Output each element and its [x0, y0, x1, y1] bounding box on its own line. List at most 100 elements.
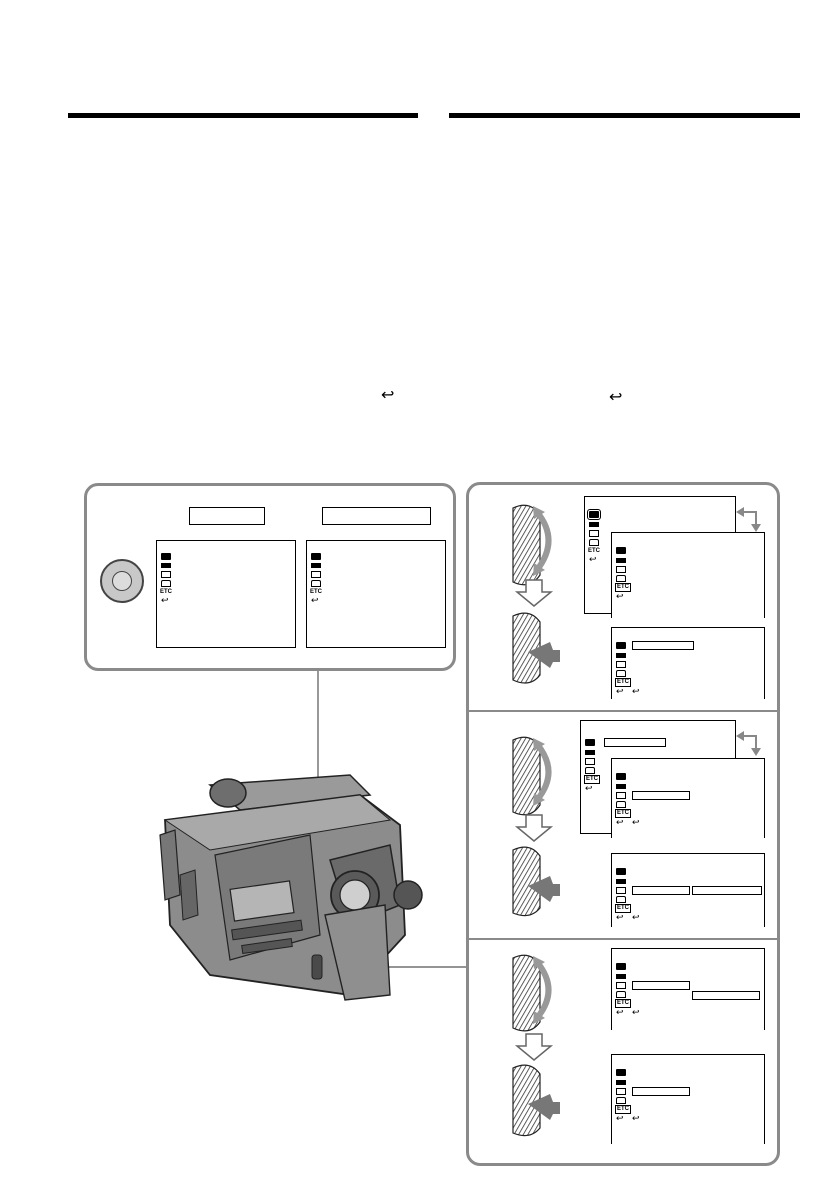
step-2-cycle-arrow: [736, 731, 761, 756]
etc-label-selected: ETC: [615, 809, 631, 818]
camera-set-icon: [616, 773, 626, 780]
submenu-item-box: [632, 791, 690, 800]
return-icon: ↩: [161, 596, 169, 606]
vtr-set-icon: [616, 974, 626, 979]
return-icon: ↩: [311, 596, 319, 606]
step-1-down-arrow: [514, 579, 554, 607]
vtr-set-icon: [616, 558, 626, 563]
return-icon: ↩: [616, 818, 624, 828]
step-1-submenu-screen: ETC ↩ ↩: [611, 627, 765, 699]
display-set-icon: [616, 982, 626, 989]
camera-set-icon: [616, 963, 626, 970]
step-1-menu-screen-front: ETC ↩: [611, 532, 765, 618]
camcorder-illustration: [159, 774, 423, 1001]
return-icon: ↩: [616, 1008, 624, 1018]
return-icon-secondary: ↩: [632, 687, 640, 697]
return-icon: ↩: [589, 555, 597, 565]
tape-set-icon: [616, 1097, 626, 1104]
step-2-press-dial: [512, 846, 560, 917]
camera-set-icon: [616, 1069, 626, 1076]
display-set-icon: [616, 566, 626, 573]
etc-label-selected: ETC: [615, 904, 631, 913]
return-icon-left-text: ↩: [381, 385, 395, 404]
step-1-press-dial: [512, 612, 560, 684]
return-icon-secondary: ↩: [632, 1008, 640, 1018]
camera-set-icon: [616, 868, 626, 875]
return-icon-secondary: ↩: [632, 913, 640, 923]
submenu-item-box: [604, 738, 666, 747]
tape-set-icon: [311, 580, 321, 587]
tape-set-icon: [616, 801, 626, 808]
vtr-set-icon: [161, 563, 171, 568]
step-3-press-dial: [512, 1064, 560, 1137]
vtr-set-icon: [589, 522, 599, 527]
display-set-icon: [616, 1088, 626, 1095]
return-icon: ↩: [616, 687, 624, 697]
inset-mode-label-right: [322, 507, 431, 525]
left-heading-rule: [68, 113, 418, 118]
tape-set-icon: [585, 767, 595, 774]
return-icon: ↩: [585, 784, 593, 794]
camera-set-icon: [616, 642, 626, 649]
return-icon-secondary: ↩: [632, 818, 640, 828]
camera-set-icon: [311, 553, 321, 560]
display-set-icon: [311, 571, 321, 578]
inset-menu-screen-vtr: ETC ↩: [306, 540, 446, 648]
tape-set-icon: [616, 575, 626, 582]
etc-label-selected: ETC: [584, 775, 600, 784]
etc-label-selected: ETC: [615, 583, 631, 592]
display-set-icon: [589, 530, 599, 537]
submenu-option-box: [692, 991, 760, 1000]
camera-set-icon: [616, 547, 626, 554]
step-1-rotate-dial: [512, 504, 552, 586]
submenu-item-box: [632, 641, 694, 650]
step-3-option-screen: ETC ↩ ↩: [611, 948, 765, 1030]
return-icon: ↩: [616, 1114, 624, 1124]
vtr-set-icon: [616, 1080, 626, 1085]
display-set-icon: [616, 792, 626, 799]
vtr-set-icon: [616, 879, 626, 884]
etc-label: ETC: [588, 548, 600, 554]
step-2-rotate-dial: [512, 736, 552, 816]
etc-label-selected: ETC: [615, 678, 631, 687]
step-2-menu-screen-front: ETC ↩ ↩: [611, 758, 765, 838]
display-set-icon: [161, 571, 171, 578]
etc-label: ETC: [310, 589, 322, 595]
step-3-down-arrow: [514, 1033, 554, 1061]
steps-divider-1: [468, 710, 778, 712]
submenu-option-box: [692, 886, 762, 895]
return-icon-secondary: ↩: [632, 1114, 640, 1124]
steps-divider-2: [468, 938, 778, 940]
return-icon-right-text: ↩: [609, 387, 623, 406]
camera-set-icon: [585, 739, 595, 746]
tape-set-icon: [589, 539, 599, 546]
vtr-set-icon: [616, 784, 626, 789]
display-set-icon: [585, 758, 595, 765]
step-3-confirm-screen: ETC ↩ ↩: [611, 1054, 765, 1144]
vtr-set-icon: [311, 563, 321, 568]
menu-button-icon[interactable]: [100, 559, 144, 603]
return-icon: ↩: [616, 592, 624, 602]
etc-label-selected: ETC: [615, 999, 631, 1008]
display-set-icon: [616, 661, 626, 668]
step-2-down-arrow: [514, 814, 554, 842]
inset-mode-label-left: [189, 507, 265, 525]
right-heading-rule: [449, 113, 800, 118]
etc-label-selected: ETC: [615, 1105, 631, 1114]
inset-menu-screen-camera: ETC ↩: [156, 540, 296, 648]
tape-set-icon: [161, 580, 171, 587]
submenu-item-box: [632, 886, 690, 895]
camera-set-icon: [161, 553, 171, 560]
vtr-set-icon: [585, 750, 595, 755]
submenu-item-box: [632, 1087, 690, 1096]
return-icon: ↩: [616, 913, 624, 923]
tape-set-icon: [616, 896, 626, 903]
display-set-icon: [616, 887, 626, 894]
vtr-set-icon: [616, 653, 626, 658]
submenu-item-box: [632, 981, 690, 990]
tape-set-icon: [616, 991, 626, 998]
tape-set-icon: [616, 670, 626, 677]
step-2-submenu-screen: ETC ↩ ↩: [611, 853, 765, 927]
etc-label: ETC: [160, 589, 172, 595]
